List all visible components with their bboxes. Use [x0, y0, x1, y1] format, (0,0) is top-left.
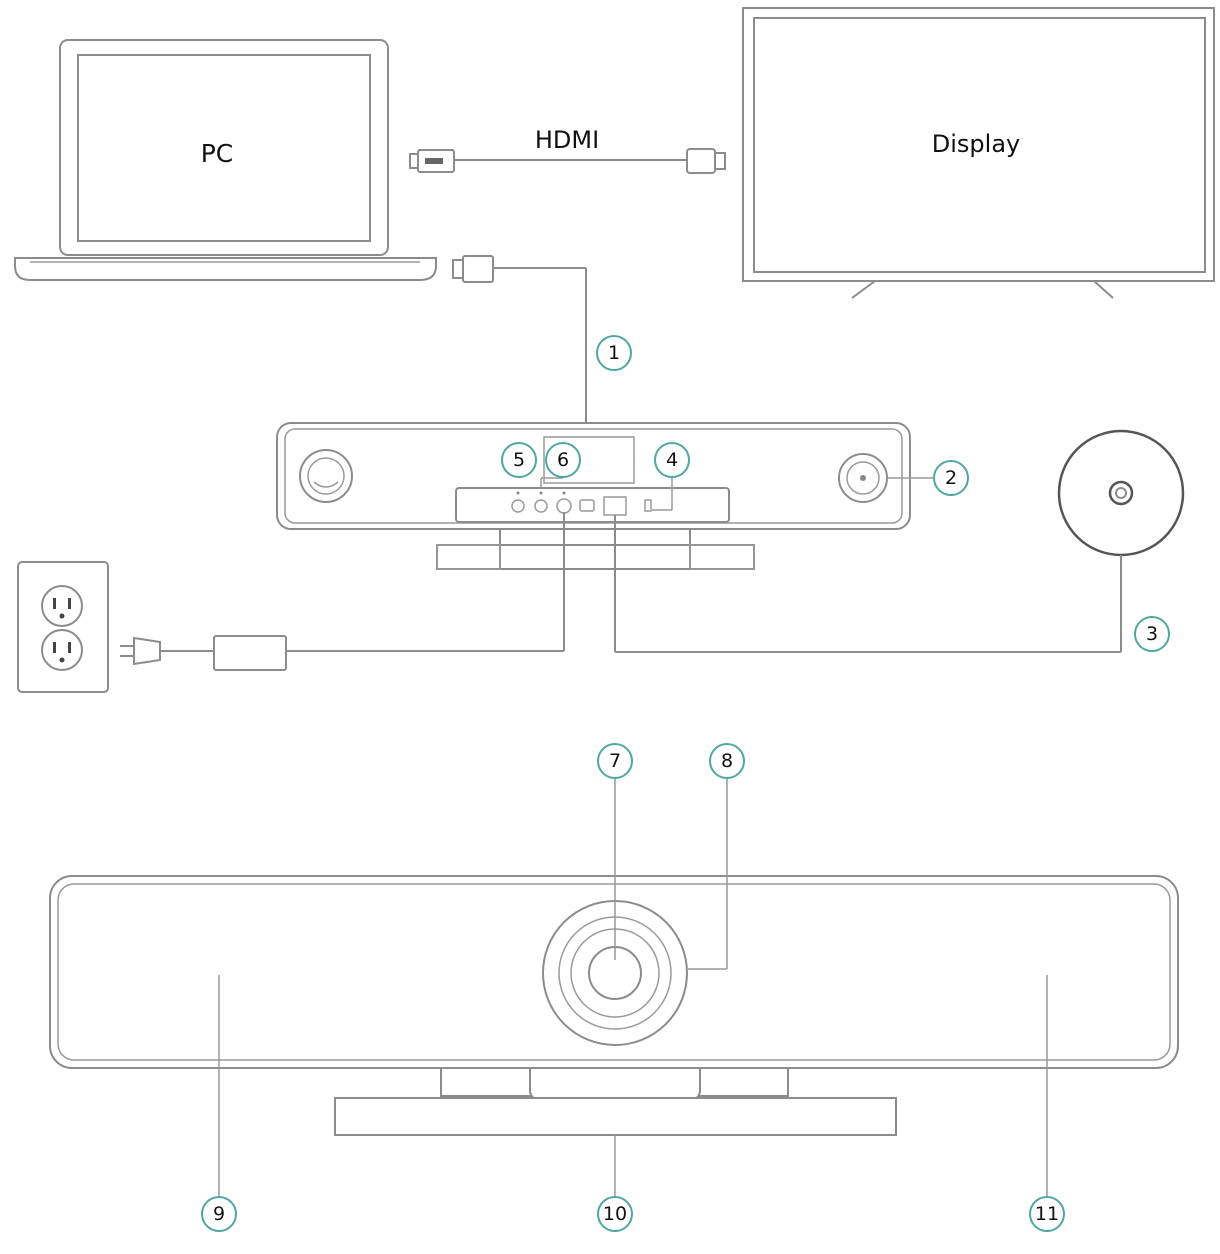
callout-9-label: 9	[213, 1203, 225, 1225]
callout-4-label: 4	[666, 449, 678, 471]
callout-8-label: 8	[721, 750, 733, 772]
wireless-mic-icon	[614, 429, 1185, 653]
video-bar-icon	[49, 875, 1179, 1136]
hdmi-cable-icon	[409, 148, 726, 174]
callout-10-label: 10	[603, 1203, 627, 1225]
callout-3: 3	[1134, 616, 1170, 652]
callout-11-label: 11	[1035, 1203, 1059, 1225]
callout-2: 2	[933, 460, 969, 496]
callout-5: 5	[501, 442, 537, 478]
tv-icon	[742, 7, 1215, 299]
callout-6-label: 6	[557, 449, 569, 471]
callout-7: 7	[597, 743, 633, 779]
display-label: Display	[932, 130, 1020, 158]
callout-9: 9	[201, 1196, 237, 1232]
callout-4: 4	[654, 442, 690, 478]
callout-1-label: 1	[608, 342, 620, 364]
laptop-icon	[14, 39, 437, 281]
hdmi-label: HDMI	[535, 126, 599, 154]
callout-1: 1	[596, 335, 632, 371]
callout-2-label: 2	[945, 467, 957, 489]
video-bar-rear-icon	[276, 422, 911, 570]
callout-11: 11	[1029, 1196, 1065, 1232]
callout-7-label: 7	[609, 750, 621, 772]
power-adapter-icon	[120, 512, 565, 671]
pc-label: PC	[201, 139, 234, 168]
callout-6: 6	[545, 442, 581, 478]
callout-8: 8	[709, 743, 745, 779]
callout-3-label: 3	[1146, 623, 1158, 645]
callout-5-label: 5	[513, 449, 525, 471]
callout-10: 10	[597, 1196, 633, 1232]
power-outlet-icon	[17, 561, 109, 693]
